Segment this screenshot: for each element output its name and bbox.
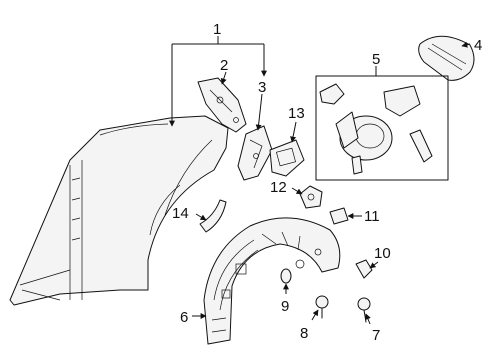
callout-12: 12 [270, 179, 287, 196]
fuel-door-housing [269, 139, 305, 177]
lower-bracket [237, 125, 273, 181]
liner-bolt [355, 259, 373, 279]
callout-11: 11 [364, 208, 380, 225]
weatherstrip [199, 199, 227, 233]
callout-4: 4 [474, 37, 482, 54]
callout-5: 5 [372, 51, 380, 68]
callout-labels: 1 2 3 4 5 6 7 8 9 10 11 12 13 14 [172, 21, 482, 344]
fuel-filler-assembly [315, 75, 449, 181]
fuel-door [418, 35, 475, 81]
leader-lines [169, 36, 471, 325]
callout-8: 8 [300, 325, 308, 342]
callout-9: 9 [281, 298, 289, 315]
wheelhouse-liner [203, 217, 341, 345]
quarter-panel [9, 115, 229, 306]
grommet [280, 268, 292, 284]
clip [329, 207, 349, 225]
push-pin-fastener [315, 295, 329, 319]
callout-10: 10 [374, 245, 391, 262]
callout-1: 1 [213, 21, 221, 38]
retainer-nut [299, 185, 323, 209]
callout-14: 14 [172, 205, 189, 222]
callout-13: 13 [288, 105, 305, 122]
callout-3: 3 [258, 79, 266, 96]
callout-6: 6 [180, 309, 188, 326]
callout-2: 2 [220, 57, 228, 74]
callout-7: 7 [372, 327, 380, 344]
